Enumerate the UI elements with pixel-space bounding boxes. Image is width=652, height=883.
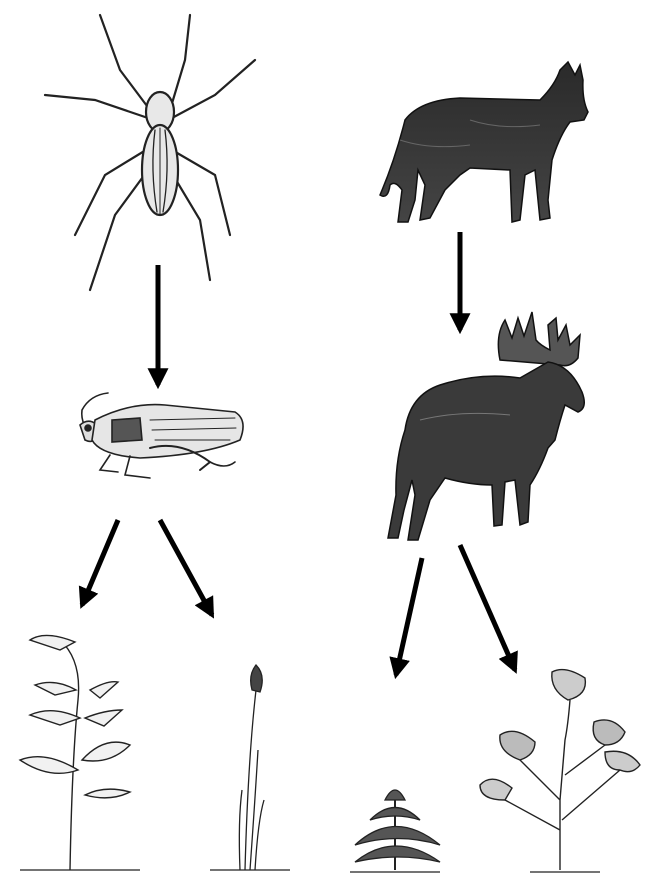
aspen-sapling-illustration bbox=[480, 670, 640, 872]
arrow-moose-to-aspen-sapling bbox=[460, 545, 515, 670]
moose-illustration bbox=[388, 312, 584, 540]
arrow-moose-to-fir-seedling bbox=[396, 558, 422, 675]
wolf-illustration bbox=[380, 62, 588, 222]
grasshopper-illustration bbox=[80, 393, 243, 478]
spider-illustration bbox=[45, 15, 255, 290]
arrow-grasshopper-to-grass bbox=[160, 520, 212, 615]
arrow-grasshopper-to-leafy-plant bbox=[82, 520, 118, 605]
leafy-plant-illustration bbox=[20, 635, 140, 870]
fir-seedling-illustration bbox=[350, 790, 440, 872]
grass-illustration bbox=[210, 665, 290, 870]
